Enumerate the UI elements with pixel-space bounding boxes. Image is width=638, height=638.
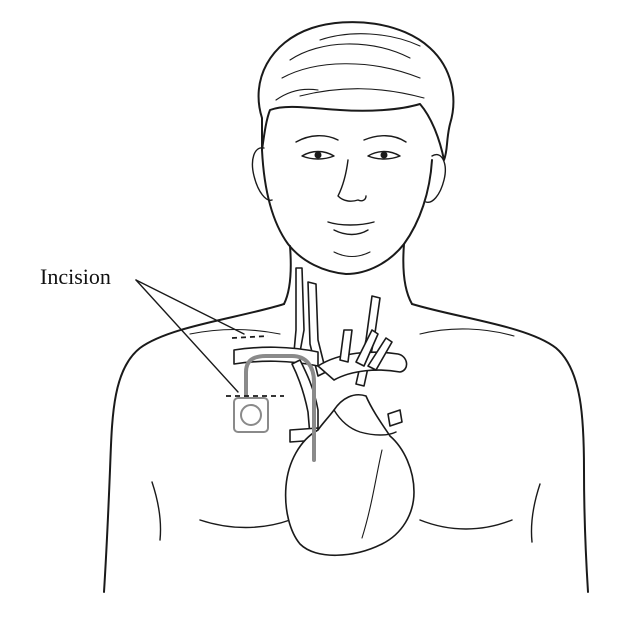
right-pupil	[380, 151, 388, 159]
incision-callout: Incision	[40, 264, 245, 393]
heart	[284, 394, 415, 557]
left-shoulder-arm	[103, 303, 285, 593]
leader-line-lower	[135, 279, 239, 393]
right-shoulder-arm	[411, 303, 589, 593]
nose	[337, 159, 367, 202]
blood-vessels	[233, 267, 408, 443]
left-ear	[251, 147, 273, 201]
pacemaker-lead	[244, 354, 316, 462]
hair-outline	[257, 21, 455, 161]
heart-atrium-line	[333, 409, 397, 436]
incision-label: Incision	[40, 264, 111, 289]
artery-branch-b	[355, 329, 379, 367]
chin-line	[333, 251, 371, 258]
neck-left	[283, 245, 292, 305]
artery-branch-a	[339, 329, 353, 363]
mouth	[327, 221, 375, 236]
left-eyebrow	[295, 135, 339, 143]
head	[251, 21, 455, 275]
leader-line-upper	[135, 279, 245, 335]
chest-left	[199, 519, 291, 529]
left-eye	[301, 150, 335, 160]
heart-groove	[361, 449, 383, 539]
left-pupil	[314, 151, 322, 159]
artery-branch-c	[367, 337, 393, 371]
pacemaker-generator-dial	[240, 404, 262, 426]
face-outline	[261, 149, 433, 275]
pacemaker-system	[233, 354, 316, 462]
right-eye	[367, 150, 401, 160]
hair-strands	[275, 33, 425, 101]
clavicle-right	[419, 328, 515, 337]
right-ear	[425, 153, 446, 203]
left-armpit	[151, 481, 162, 541]
right-eyebrow	[363, 135, 407, 143]
right-armpit	[530, 483, 541, 543]
right-vessel-stub	[387, 409, 403, 427]
jugular-vein-left	[293, 267, 305, 353]
incision-upper	[231, 335, 269, 339]
incisions	[226, 335, 284, 397]
neck-right	[402, 243, 413, 305]
chest-right	[419, 519, 513, 530]
